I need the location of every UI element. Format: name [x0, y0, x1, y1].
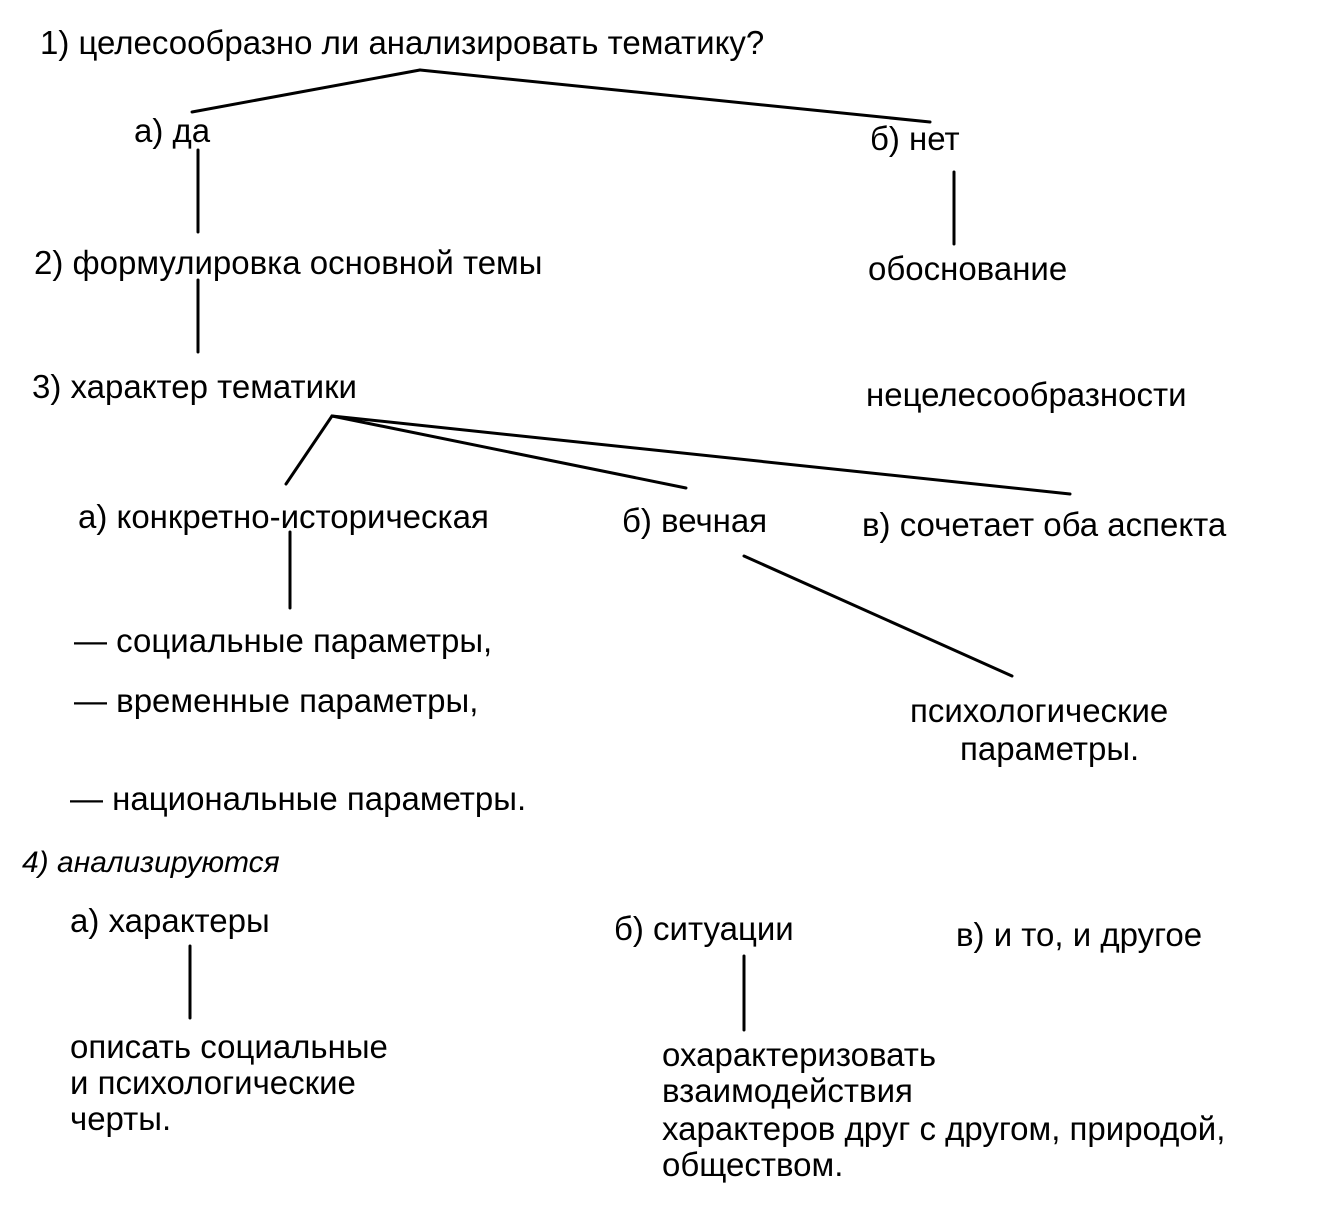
option-a-detail-line-2: и психологические	[70, 1064, 356, 1101]
analyzed-option-c: в) и то, и другое	[956, 916, 1203, 953]
param-social: — социальные параметры,	[74, 622, 493, 659]
no-reason-line-2: нецелесообразности	[866, 376, 1187, 413]
param-temporal: — временные параметры,	[74, 682, 479, 719]
option-b-detail-line-1: охарактеризовать	[662, 1036, 937, 1073]
analyzed-option-a: а) характеры	[70, 902, 270, 939]
theme-option-a: а) конкретно-историческая	[78, 498, 489, 535]
option-b-detail-line-4: обществом.	[662, 1146, 844, 1183]
step-4-analyzed: 4) анализируются	[22, 846, 280, 879]
connector-q3-to-option-b	[330, 414, 688, 490]
connector-q3-to-option-c	[330, 414, 1072, 496]
option-b-detail-line-2: взаимодействия	[662, 1072, 913, 1109]
connector-q1-to-no	[418, 68, 932, 124]
question-1: 1) целесообразно ли анализировать темати…	[40, 24, 765, 61]
connector-q1-to-yes	[190, 68, 422, 114]
theme-option-b: б) вечная	[622, 502, 768, 539]
option-a-detail-line-1: описать социальные	[70, 1028, 388, 1065]
step-2-theme-formulation: 2) формулировка основной темы	[34, 244, 543, 281]
analyzed-option-b: б) ситуации	[614, 910, 794, 947]
step-3-theme-character: 3) характер тематики	[32, 368, 357, 405]
answer-no: б) нет	[870, 120, 960, 157]
no-reason-line-1: обоснование	[868, 250, 1068, 287]
answer-yes: а) да	[134, 112, 211, 149]
connector-q3-to-option-a	[284, 414, 334, 486]
theme-option-c: в) сочетает оба аспекта	[862, 506, 1227, 543]
psych-params-line-2: параметры.	[960, 730, 1140, 767]
option-b-detail-line-3: характеров друг с другом, природой,	[662, 1110, 1226, 1147]
param-national: — национальные параметры.	[70, 780, 527, 817]
connector-option-b-to-params	[742, 554, 1014, 678]
option-a-detail-line-3: черты.	[70, 1100, 172, 1137]
psych-params-line-1: психологические	[910, 692, 1169, 729]
